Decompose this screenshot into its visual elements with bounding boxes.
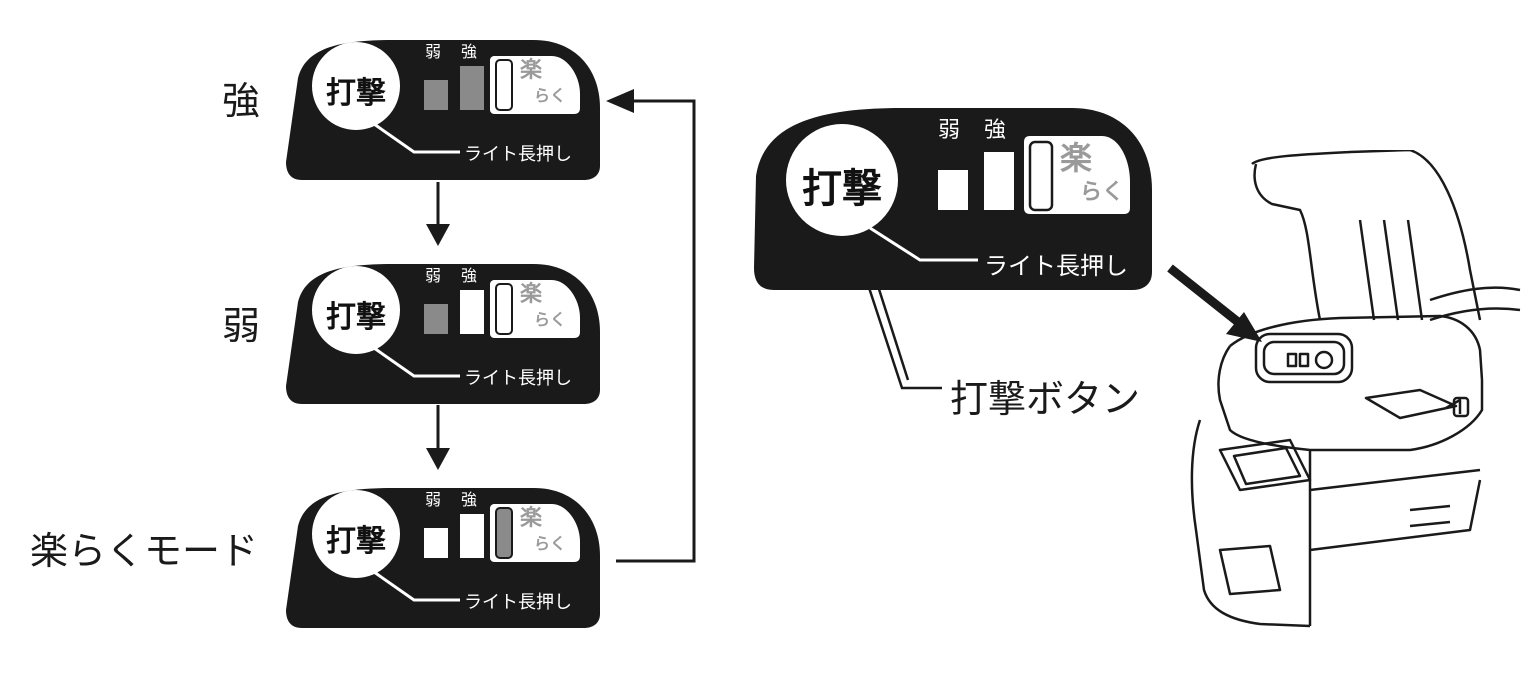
weak-bar (424, 80, 448, 110)
raku-kanji: 楽 (1060, 139, 1093, 177)
weak-label: 弱 (938, 118, 961, 143)
impact-label: 打撃 (802, 166, 882, 212)
handle-outline (1251, 150, 1482, 321)
panel-mode-raku: 打撃 弱 強 楽 らく ライト長押し (284, 486, 600, 628)
light-hold-label: ライト長押し (464, 368, 572, 389)
raku-kana: らく (534, 310, 567, 329)
raku-kana: らく (534, 86, 567, 105)
weak-bar (938, 170, 968, 210)
panel-mode-weak: 打撃 弱 強 楽 らく ライト長押し (284, 262, 600, 404)
base-top (1229, 314, 1484, 381)
raku-kanji: 楽 (520, 58, 543, 83)
raku-kanji: 楽 (520, 282, 543, 307)
strong-label: 強 (461, 266, 478, 285)
impact-label: 打撃 (326, 300, 386, 335)
arrowhead-down-2 (426, 448, 450, 470)
arrow-raku-to-strong (616, 99, 696, 563)
mode-label-raku: 楽らくモード (30, 529, 259, 573)
light-hold-label: ライト長押し (984, 252, 1128, 280)
strong-bar (460, 66, 484, 110)
arrowhead-down-1 (426, 224, 450, 246)
strong-bar (460, 290, 484, 334)
weak-label: 弱 (425, 266, 442, 285)
impact-button-recess (1254, 332, 1354, 384)
weak-bar (424, 304, 448, 334)
mode-label-strong: 強 (222, 79, 261, 123)
impact-label: 打撃 (326, 76, 386, 111)
impact-driver-illustration (1190, 150, 1521, 628)
strong-label: 強 (461, 490, 478, 509)
raku-kanji: 楽 (520, 506, 543, 531)
raku-kana: らく (1080, 180, 1125, 205)
panel-mode-strong: 打撃 弱 強 楽 らく ライト長押し (284, 38, 600, 180)
light-hold-label: ライト長押し (464, 144, 572, 165)
strong-bar (460, 514, 484, 558)
panel-large: 打撃 弱 強 楽 らく ライト長押し (752, 104, 1152, 290)
impact-label: 打撃 (326, 524, 386, 559)
impact-button-label: 打撃ボタン (950, 377, 1141, 421)
raku-kana: らく (534, 534, 567, 553)
strong-bar (984, 152, 1014, 210)
strong-label: 強 (984, 118, 1007, 143)
strong-label: 強 (461, 42, 478, 61)
weak-label: 弱 (425, 490, 442, 509)
mode-label-weak: 弱 (222, 304, 261, 348)
weak-label: 弱 (425, 42, 442, 61)
arrowhead-left (606, 89, 634, 113)
light-hold-label: ライト長押し (464, 592, 572, 613)
weak-bar (424, 528, 448, 558)
